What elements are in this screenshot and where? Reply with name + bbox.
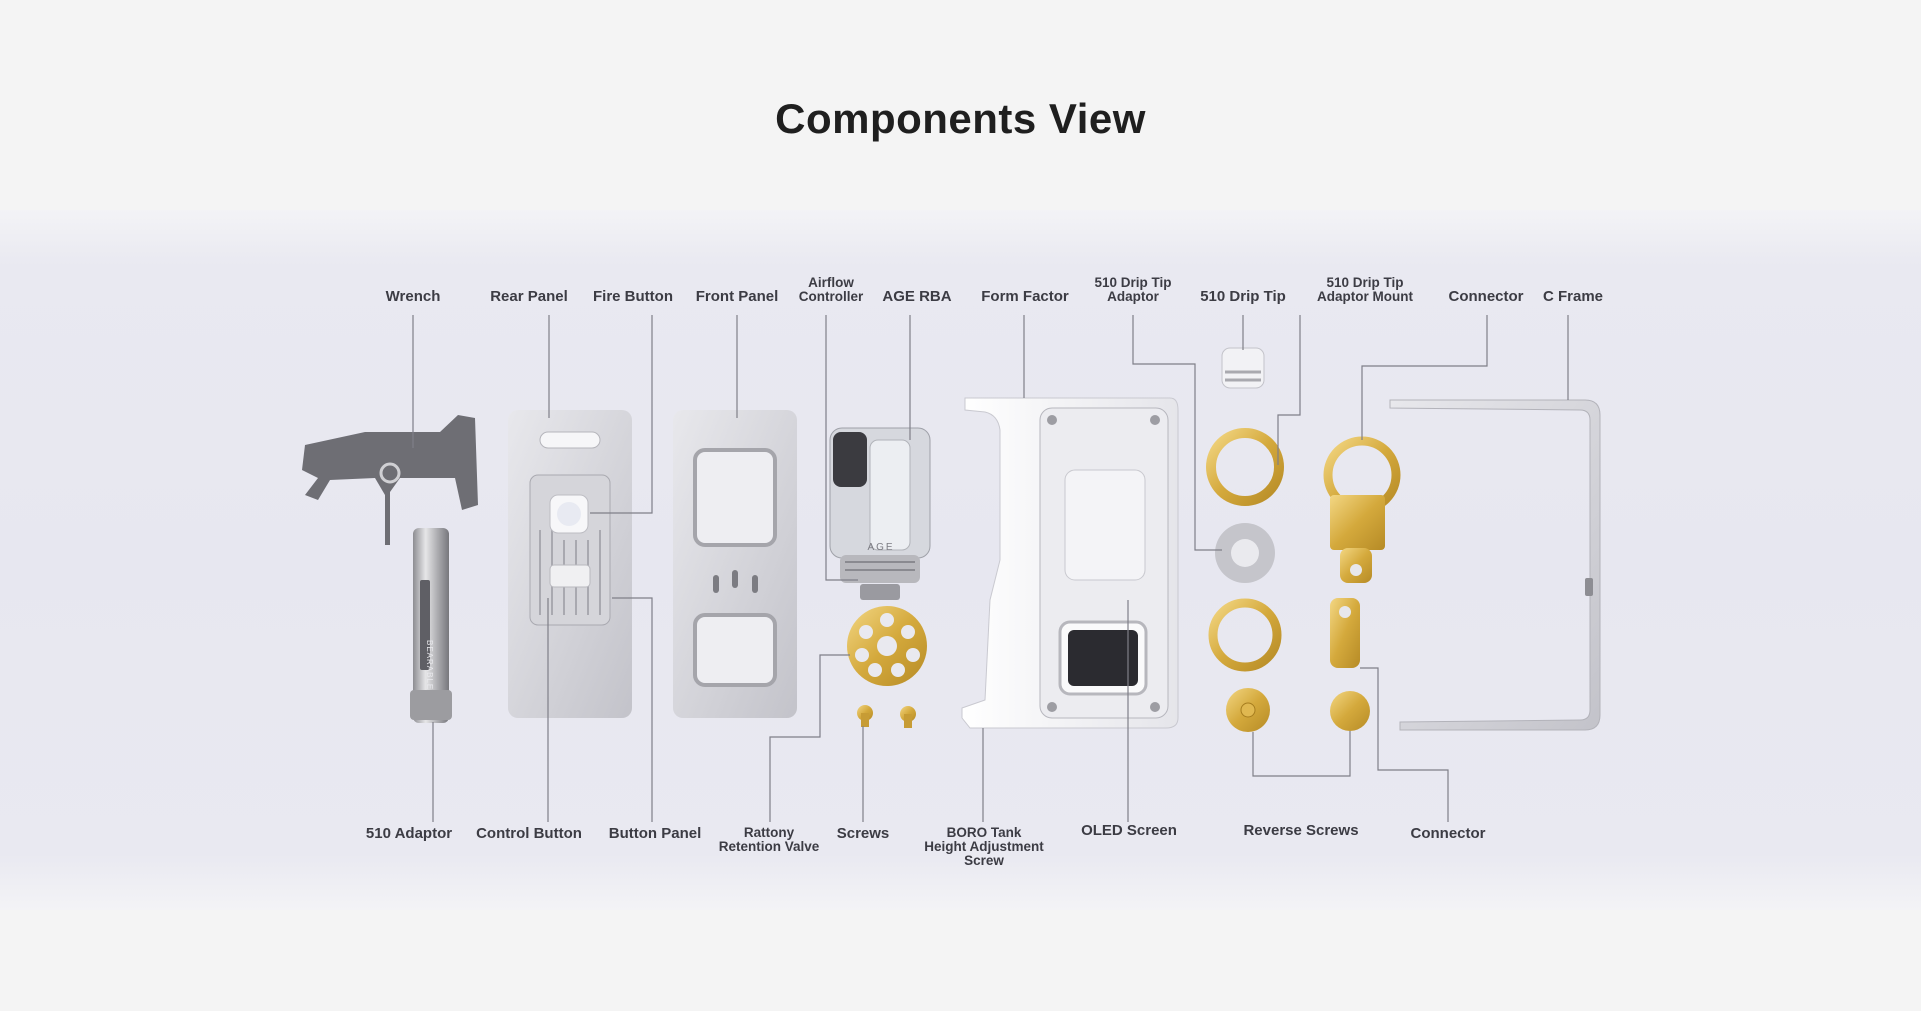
- label-form-factor: Form Factor: [981, 288, 1069, 305]
- label-wrench: Wrench: [385, 288, 441, 305]
- label-rattony-line1: Rattony: [743, 825, 795, 840]
- label-screws: Screws: [836, 825, 890, 842]
- drip-tip-adaptor-ring: [1206, 428, 1284, 506]
- label-drip-tip-adaptor-line1: 510 Drip Tip: [1094, 275, 1172, 290]
- label-button-panel: Button Panel: [608, 825, 702, 842]
- label-drip-tip-mount-line1: 510 Drip Tip: [1326, 275, 1404, 290]
- wrench-part: [302, 415, 478, 545]
- label-drip-tip-mount: 510 Drip Tip Adaptor Mount: [1317, 276, 1413, 304]
- label-oled-screen: OLED Screen: [1081, 822, 1177, 839]
- label-drip-tip-adaptor-line2: Adaptor: [1107, 289, 1159, 304]
- drip-tip-adaptor-part: [1215, 523, 1275, 583]
- page-title: Components View: [775, 95, 1146, 142]
- screws-part: [857, 705, 916, 728]
- label-c-frame: C Frame: [1542, 288, 1604, 305]
- label-drip-tip: 510 Drip Tip: [1200, 288, 1286, 305]
- label-boro-line2: Height Adjustment: [924, 839, 1044, 854]
- label-drip-tip-adaptor: 510 Drip Tip Adaptor: [1094, 276, 1171, 304]
- label-connector-top: Connector: [1448, 288, 1524, 305]
- drip-tip-ring-2: [1208, 598, 1282, 672]
- label-front-panel: Front Panel: [695, 288, 779, 305]
- form-factor-part: [961, 397, 1179, 729]
- label-boro-tank-screw: BORO Tank Height Adjustment Screw: [924, 826, 1044, 868]
- label-age-rba: AGE RBA: [882, 288, 952, 305]
- label-510-adaptor: 510 Adaptor: [365, 825, 453, 842]
- adaptor-510-part: [410, 528, 452, 723]
- drip-tip-part: [1221, 347, 1265, 389]
- label-connector-bottom: Connector: [1410, 825, 1486, 842]
- label-rattony-valve: Rattony Retention Valve: [719, 826, 820, 854]
- age-rba-part: [829, 427, 931, 600]
- label-boro-line1: BORO Tank: [946, 825, 1022, 840]
- label-boro-line3: Screw: [964, 853, 1004, 868]
- airflow-gear-part: [847, 606, 927, 686]
- label-airflow-controller-line1: Airflow: [808, 275, 854, 290]
- rear-panel-part: [508, 410, 632, 718]
- label-drip-tip-mount-line2: Adaptor Mount: [1317, 289, 1413, 304]
- label-airflow-controller: Airflow Controller: [799, 276, 864, 304]
- label-rear-panel: Rear Panel: [490, 288, 568, 305]
- reverse-screw-1: [1226, 688, 1270, 732]
- drip-tip-mount-part: [1323, 436, 1401, 583]
- label-rattony-line2: Retention Valve: [718, 839, 820, 854]
- label-reverse-screws: Reverse Screws: [1243, 822, 1359, 839]
- label-airflow-controller-line2: Controller: [798, 289, 864, 304]
- tube-text: BEARABLE: [425, 640, 434, 691]
- label-control-button: Control Button: [476, 825, 582, 842]
- product-band: [0, 210, 1921, 910]
- c-frame-part: [1389, 399, 1601, 731]
- reverse-screw-2: [1330, 691, 1370, 731]
- connector-bottom-part: [1330, 598, 1360, 668]
- leader-lines: [412, 315, 1569, 822]
- rba-logo-text: AGE: [867, 542, 895, 553]
- label-fire-button: Fire Button: [593, 288, 673, 305]
- front-panel-part: [673, 410, 797, 718]
